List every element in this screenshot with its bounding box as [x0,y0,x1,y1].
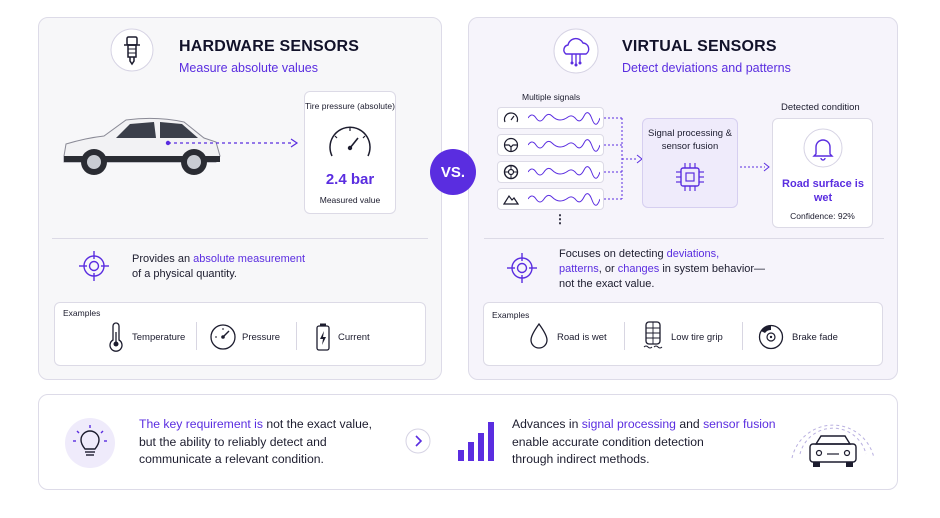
gauge-icon [326,122,374,162]
signal-waveforms [528,112,600,206]
virtual-description: Focuses on detecting deviations, pattern… [559,248,766,290]
tire-pressure-caption: Measured value [319,195,381,205]
detected-condition-label: Detected condition [781,102,860,113]
signal-row [497,107,604,129]
steering-wheel-icon [503,137,519,153]
cloud-circuit-icon [553,28,599,74]
advances-text: Advances in signal processing and sensor… [512,417,776,466]
example-brake-fade: Brake fade [792,332,838,343]
signal-row [497,161,604,183]
virtual-examples-box [483,302,883,366]
example-road-wet: Road is wet [557,332,607,343]
signal-row [497,134,604,156]
terrain-icon [502,191,520,207]
detection-arrow [740,162,770,172]
signal-connectors [604,117,643,200]
virtual-subtitle: Detect deviations and patterns [622,61,791,75]
examples-label: Examples [63,308,101,318]
divider [52,238,428,239]
signal-row [497,188,604,210]
target-icon [506,252,538,284]
divider [484,238,884,239]
battery-icon [314,322,332,352]
examples-label: Examples [492,310,530,320]
tire-pressure-card [304,91,396,214]
example-pressure: Pressure [242,332,281,343]
gauge-icon [209,323,237,351]
brake-disc-icon [757,323,785,351]
bell-icon [803,128,843,168]
target-icon [78,250,110,282]
thermometer-icon [108,322,124,352]
key-requirement-text: The key requirement is not the exact val… [139,417,373,466]
detected-condition-card [772,118,873,228]
tire-pressure-value: 2.4 bar [325,171,375,188]
divider [196,322,197,350]
example-current: Current [338,332,370,343]
divider [296,322,297,350]
virtual-title: VIRTUAL SENSORS [622,38,777,55]
signal-processing-label: Signal processing & sensor fusion [648,128,732,152]
speedometer-icon [503,110,519,126]
tire-pressure-title: Tire pressure (absolute) [305,101,395,111]
more-signals-icon: ⋮ [554,212,566,226]
wheel-icon [503,164,519,180]
sensor-probe-icon [110,28,154,72]
droplet-icon [528,322,550,350]
condition-value: Road surface is wet [782,178,864,204]
bar-chart-icon [458,420,494,462]
confidence-value: Confidence: 92% [790,211,855,221]
car-icon [56,112,226,180]
chevron-right-icon[interactable] [405,428,431,454]
divider [624,322,625,350]
vs-badge: VS. [430,149,476,195]
multiple-signals-label: Multiple signals [522,92,581,102]
example-temperature: Temperature [132,332,186,343]
lightbulb-icon [64,417,116,469]
tire-icon [642,321,664,351]
example-low-grip: Low tire grip [671,332,723,343]
hardware-subtitle: Measure absolute values [179,61,318,75]
connected-car-icon [788,408,878,480]
hardware-description: Provides an absolute measurement of a ph… [132,253,306,280]
divider [742,322,743,350]
measurement-arrow [168,138,299,148]
chip-icon [673,160,707,194]
hardware-title: HARDWARE SENSORS [179,38,360,55]
